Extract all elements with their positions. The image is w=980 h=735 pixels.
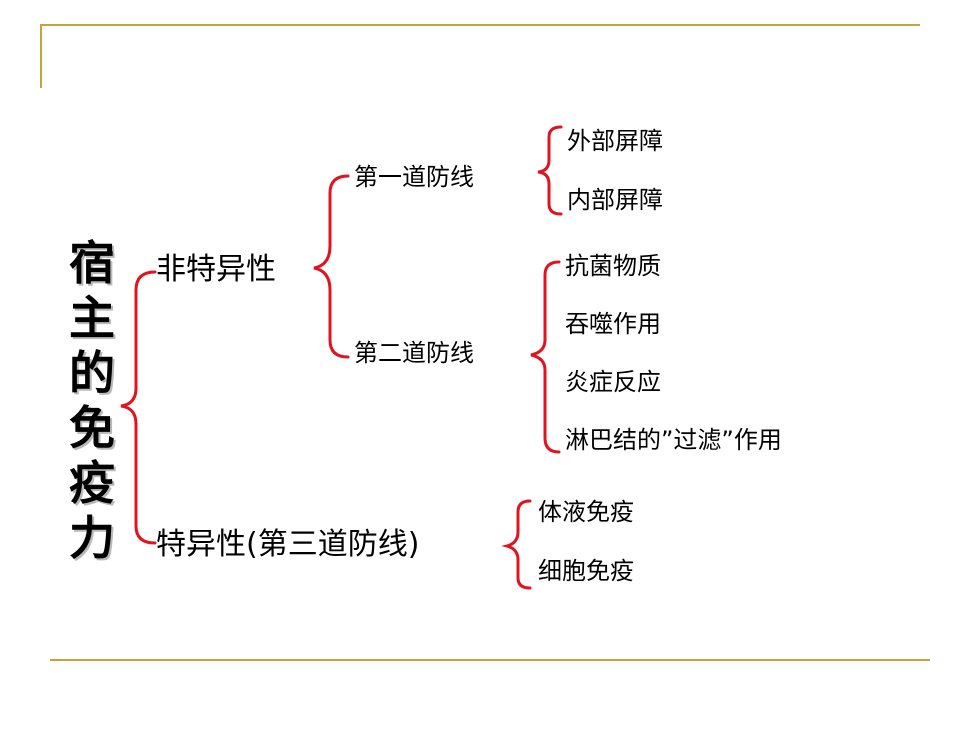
root-title-char: 主 bbox=[69, 291, 115, 345]
root-title-char: 力 bbox=[69, 511, 115, 565]
root-title-char: 宿 bbox=[69, 236, 115, 290]
root-title: 宿 主 的 免 疫 力 bbox=[68, 236, 116, 566]
brace-specific bbox=[501, 499, 532, 590]
second-line-item: 抗菌物质 bbox=[565, 252, 661, 280]
brace-nonspecific bbox=[313, 174, 350, 359]
specific-item: 细胞免疫 bbox=[538, 557, 634, 585]
root-title-char: 疫 bbox=[69, 456, 115, 510]
first-line-item: 外部屏障 bbox=[567, 127, 663, 155]
second-line-item: 淋巴结的”过滤”作用 bbox=[565, 426, 782, 454]
second-line-item: 吞噬作用 bbox=[565, 310, 661, 338]
top-rule-vertical bbox=[40, 24, 42, 88]
root-title-char: 的 bbox=[69, 346, 115, 400]
specific-label: 特异性(第三道防线) bbox=[156, 527, 420, 562]
second-line-label: 第二道防线 bbox=[354, 339, 474, 367]
brace-first-line bbox=[537, 125, 563, 216]
second-line-item: 炎症反应 bbox=[565, 368, 661, 396]
brace-second-line bbox=[530, 260, 561, 454]
first-line-item: 内部屏障 bbox=[567, 186, 663, 214]
first-line-label: 第一道防线 bbox=[354, 163, 474, 191]
bottom-rule bbox=[50, 659, 930, 661]
top-rule-horizontal bbox=[40, 24, 920, 26]
root-title-char: 免 bbox=[69, 401, 115, 455]
specific-item: 体液免疫 bbox=[538, 498, 634, 526]
brace-root bbox=[120, 270, 157, 545]
nonspecific-label: 非特异性 bbox=[156, 252, 276, 287]
